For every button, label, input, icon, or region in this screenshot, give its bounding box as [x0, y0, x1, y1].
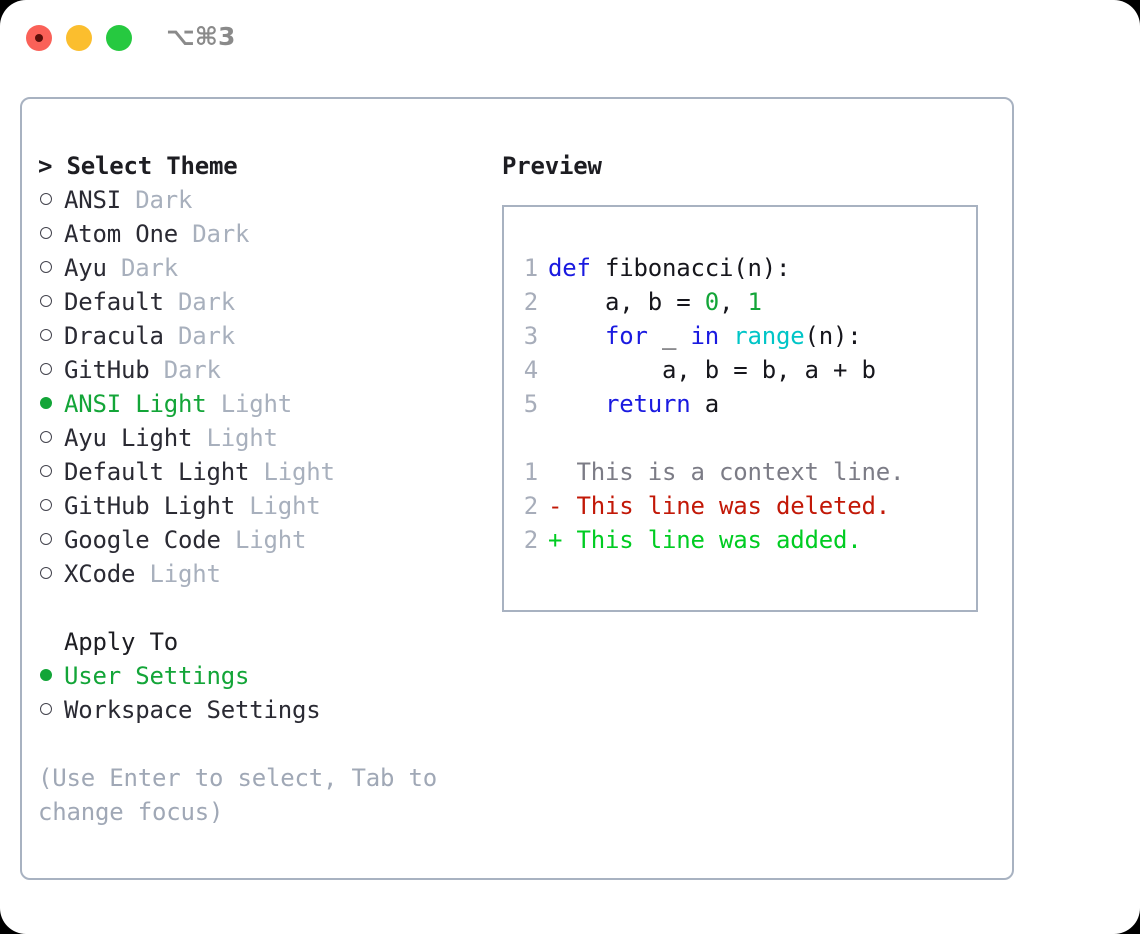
theme-option-ansi[interactable]: ANSI Dark: [38, 183, 488, 217]
code-line: 3 for _ in range(n):: [516, 319, 970, 353]
code-token-kw: for: [605, 322, 648, 350]
code-token-plain: a: [690, 390, 719, 418]
title-bar: ⌥⌘3: [0, 0, 1140, 78]
code-token-num: 0: [704, 288, 719, 316]
code-token-plain: ,: [719, 288, 748, 316]
theme-option-label: Ayu Light: [64, 424, 193, 452]
theme-option-google-code[interactable]: Google Code Light: [38, 523, 488, 557]
apply-option-label: Workspace Settings: [64, 696, 321, 724]
theme-option-variant: Dark: [178, 288, 235, 316]
theme-option-label: ANSI: [64, 186, 121, 214]
code-line: 1 def fibonacci(n):: [516, 251, 970, 285]
theme-option-label: Default: [64, 288, 164, 316]
theme-option-variant: Light: [206, 424, 278, 452]
apply-option-workspace-settings[interactable]: Workspace Settings: [38, 693, 488, 727]
theme-option-label: Google Code: [64, 526, 221, 554]
line-number: 1: [523, 254, 538, 282]
minimize-window-button[interactable]: [66, 25, 92, 51]
theme-option-variant: Dark: [192, 220, 250, 248]
code-token-kw: def: [548, 254, 605, 282]
code-token-plain: _: [647, 322, 691, 350]
theme-option-variant: Dark: [135, 186, 193, 214]
code-line: 4 a, b = b, a + b: [516, 353, 970, 387]
diff-sample: 1 This is a context line. 2 - This line wa…: [516, 455, 970, 557]
select-theme-header: > Select Theme: [38, 149, 488, 183]
theme-option-label: Atom One: [64, 220, 178, 248]
theme-option-label: GitHub: [64, 356, 150, 384]
code-token-plain: a, b =: [548, 288, 705, 316]
diff-line-del: 2 - This line was deleted.: [516, 489, 970, 523]
code-token-kw: return: [605, 390, 691, 418]
diff-line-add: 2 + This line was added.: [516, 523, 970, 557]
apply-option-label: User Settings: [64, 662, 250, 690]
code-token-plain: [548, 322, 605, 350]
close-window-button[interactable]: [26, 25, 52, 51]
theme-option-github[interactable]: GitHub Dark: [38, 353, 488, 387]
theme-option-label: GitHub Light: [64, 492, 235, 520]
focus-caret-icon: >: [38, 152, 53, 180]
theme-option-variant: Light: [220, 390, 292, 418]
code-token-plain: a, b = b, a + b: [548, 356, 876, 384]
diff-line-text: + This line was added.: [548, 526, 862, 554]
diff-line-text: - This line was deleted.: [548, 492, 890, 520]
apply-option-user-settings[interactable]: User Settings: [38, 659, 488, 693]
theme-option-xcode[interactable]: XCode Light: [38, 557, 488, 591]
theme-option-variant: Light: [149, 560, 221, 588]
theme-option-ayu[interactable]: Ayu Dark: [38, 251, 488, 285]
theme-option-dracula[interactable]: Dracula Dark: [38, 319, 488, 353]
code-token-num: 1: [747, 288, 762, 316]
traffic-light-buttons: [26, 25, 132, 51]
code-token-kw: in: [690, 322, 720, 350]
keyboard-hint-text: (Use Enter to select, Tab to change focu…: [38, 764, 437, 826]
line-number: 2: [523, 526, 538, 554]
theme-option-label: ANSI Light: [64, 390, 207, 418]
code-line: 2 a, b = 0, 1: [516, 285, 970, 319]
code-line: 5 return a: [516, 387, 970, 421]
line-number: 2: [523, 288, 538, 316]
theme-option-variant: Light: [263, 458, 335, 486]
code-token-plain: [719, 322, 733, 350]
code-token-plain: [548, 390, 605, 418]
theme-option-variant: Dark: [178, 322, 235, 350]
theme-option-label: Ayu: [64, 254, 107, 282]
theme-option-default-light[interactable]: Default Light Light: [38, 455, 488, 489]
theme-option-atom-one[interactable]: Atom One Dark: [38, 217, 488, 251]
theme-option-ansi-light[interactable]: ANSI Light Light: [38, 387, 488, 421]
code-token-plain: fibonacci(n):: [605, 254, 791, 282]
apply-to-title: Apply To: [64, 628, 178, 656]
theme-option-label: Dracula: [64, 322, 164, 350]
code-token-plain: (n):: [804, 322, 862, 350]
theme-option-label: Default Light: [64, 458, 250, 486]
theme-option-variant: Light: [235, 526, 307, 554]
apply-to-header: Apply To: [38, 625, 488, 659]
line-number: 5: [523, 390, 538, 418]
select-theme-title: Select Theme: [66, 152, 238, 180]
line-number: 3: [523, 322, 538, 350]
maximize-window-button[interactable]: [106, 25, 132, 51]
diff-line-text: This is a context line.: [548, 458, 905, 486]
theme-option-default[interactable]: Default Dark: [38, 285, 488, 319]
theme-option-variant: Light: [249, 492, 321, 520]
line-number: 2: [523, 492, 538, 520]
theme-option-variant: Dark: [121, 254, 178, 282]
code-diff-spacer: [516, 421, 970, 455]
preview-title: Preview: [502, 152, 602, 180]
keyboard-shortcut-label: ⌥⌘3: [166, 22, 236, 51]
theme-option-github-light[interactable]: GitHub Light Light: [38, 489, 488, 523]
diff-line-ctx: 1 This is a context line.: [516, 455, 970, 489]
code-token-fn: range: [733, 322, 805, 350]
line-number: 4: [523, 356, 538, 384]
theme-option-variant: Dark: [163, 356, 221, 384]
theme-option-ayu-light[interactable]: Ayu Light Light: [38, 421, 488, 455]
line-number: 1: [523, 458, 538, 486]
theme-option-label: XCode: [64, 560, 136, 588]
